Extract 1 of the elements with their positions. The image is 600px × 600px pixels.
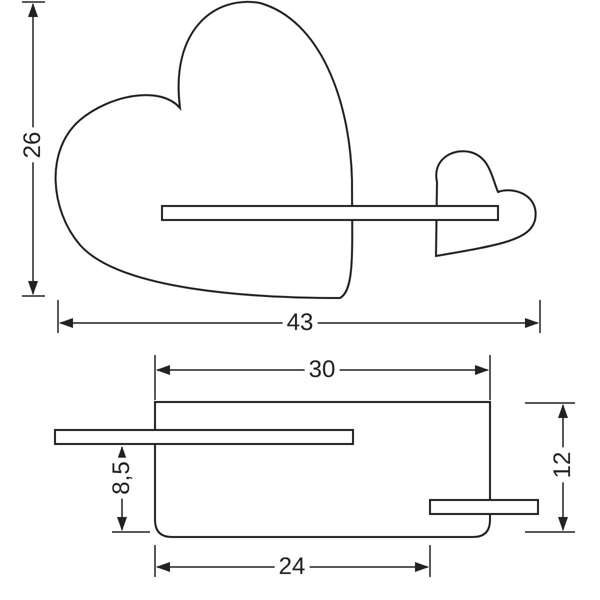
dimension-label: 8,5: [109, 457, 135, 499]
